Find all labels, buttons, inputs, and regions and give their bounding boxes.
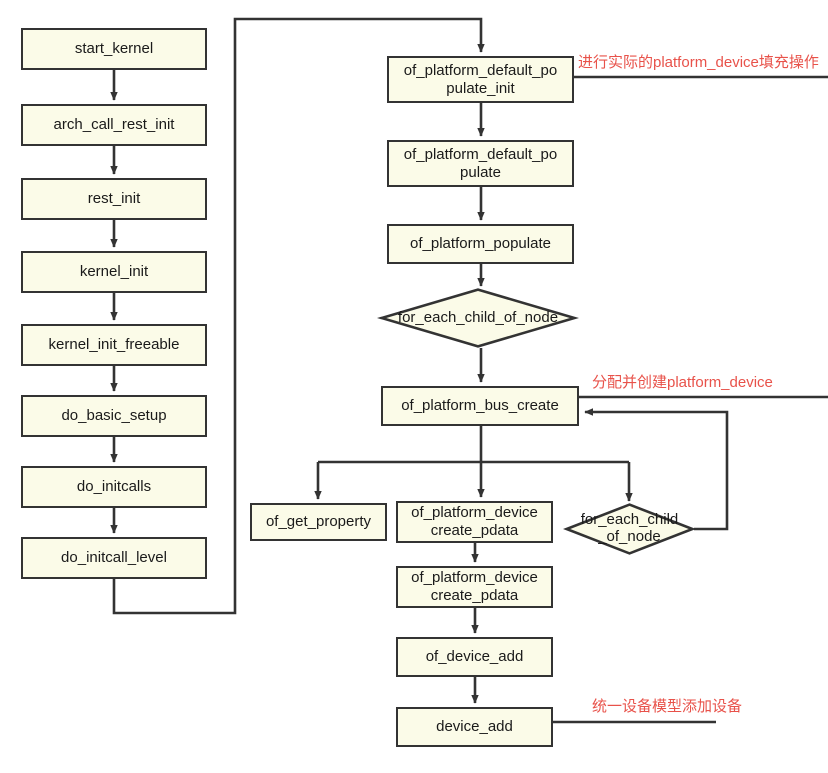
node-rest-init[interactable]: rest_init [21, 178, 207, 220]
node-for-each-child-of-node-1[interactable]: for_each_child_of_node [376, 288, 580, 348]
node-of-platform-bus-create[interactable]: of_platform_bus_create [381, 386, 579, 426]
edge-for-each-child-2-to-of-platform-bus-create [584, 408, 729, 531]
node-of-device-add[interactable]: of_device_add [396, 637, 553, 677]
node-of-get-property[interactable]: of_get_property [250, 503, 387, 541]
node-of-platform-default-populate[interactable]: of_platform_default_po pulate [387, 140, 574, 187]
diamond-shape-2 [563, 503, 696, 555]
node-of-platform-populate[interactable]: of_platform_populate [387, 224, 574, 264]
annotation-device-add: 统一设备模型添加设备 [592, 698, 743, 715]
node-of-platform-default-populate-init[interactable]: of_platform_default_po pulate_init [387, 56, 574, 103]
annotation-populate-init: 进行实际的platform_device填充操作 [578, 54, 819, 71]
node-arch-call-rest-init[interactable]: arch_call_rest_init [21, 104, 207, 146]
node-start-kernel[interactable]: start_kernel [21, 28, 207, 70]
node-of-platform-device-create-pdata-2[interactable]: of_platform_device create_pdata [396, 566, 553, 608]
node-kernel-init[interactable]: kernel_init [21, 251, 207, 293]
node-for-each-child-of-node-2[interactable]: for_each_child _of_node [563, 503, 696, 555]
node-kernel-init-freeable[interactable]: kernel_init_freeable [21, 324, 207, 366]
node-device-add[interactable]: device_add [396, 707, 553, 747]
node-do-basic-setup[interactable]: do_basic_setup [21, 395, 207, 437]
node-do-initcall-level[interactable]: do_initcall_level [21, 537, 207, 579]
diamond-shape-1 [376, 288, 580, 348]
node-do-initcalls[interactable]: do_initcalls [21, 466, 207, 508]
annotation-bus-create: 分配并创建platform_device [592, 374, 773, 391]
edge-do-initcall-level-to-of-platform-default-populate-init [112, 17, 485, 615]
node-of-platform-device-create-pdata-1[interactable]: of_platform_device create_pdata [396, 501, 553, 543]
